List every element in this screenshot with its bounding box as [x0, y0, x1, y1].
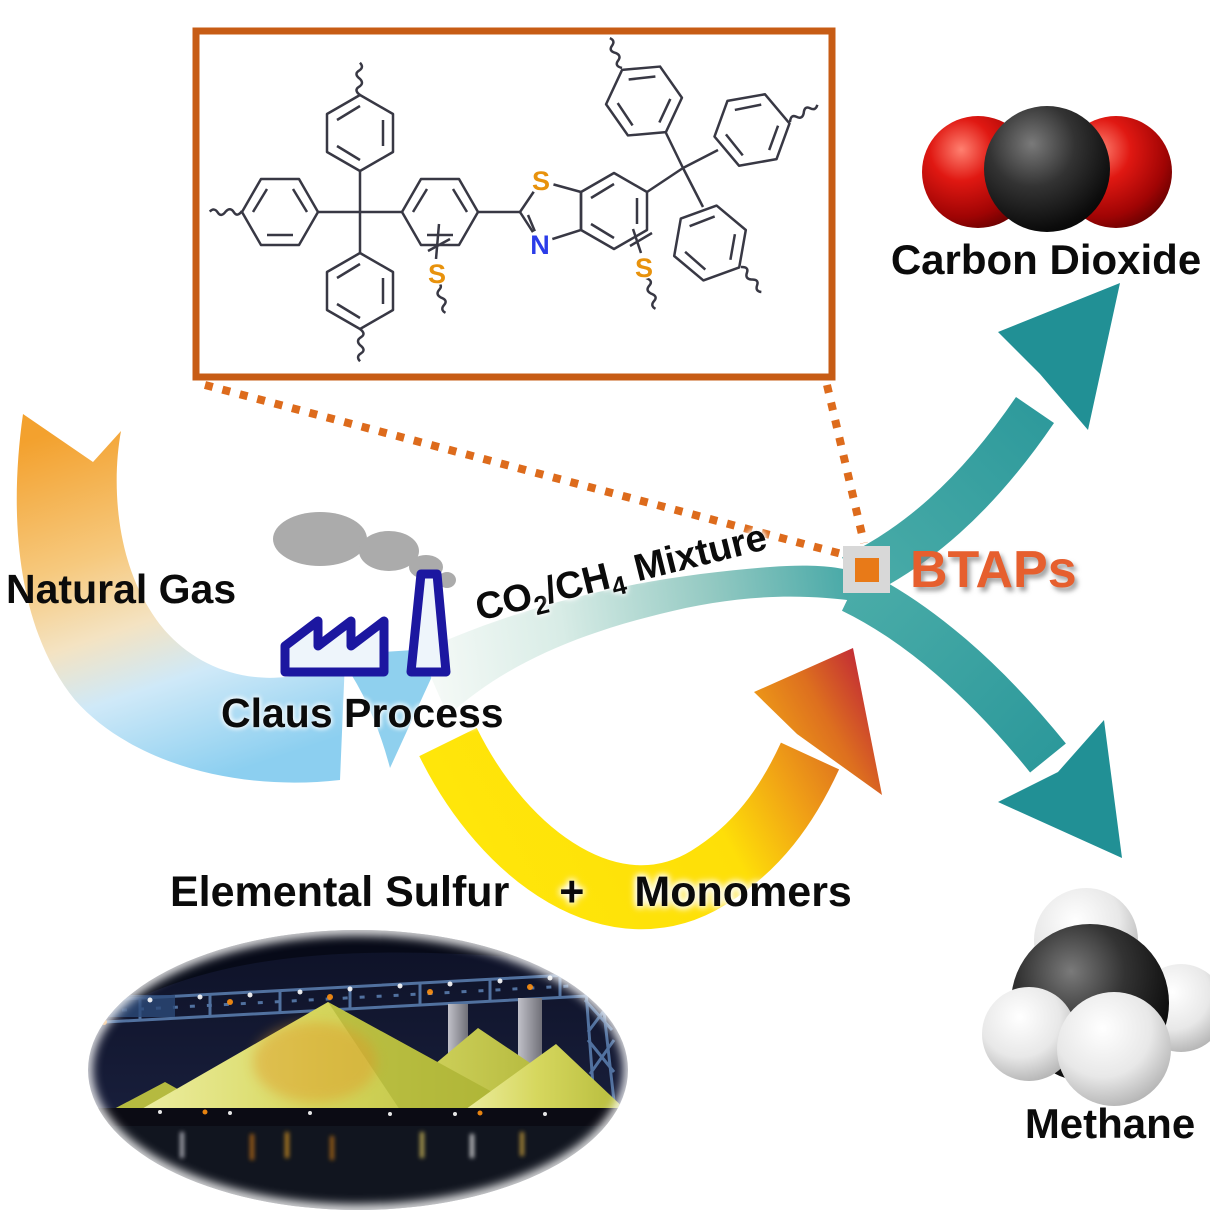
- elemental-sulfur-label: Elemental Sulfur: [170, 868, 510, 916]
- sulfur-monomer-arrow: [419, 648, 882, 930]
- mixture-band: [420, 565, 862, 716]
- natural-gas-arrow: [16, 414, 445, 783]
- feedstock-label: Elemental Sulfur + Monomers: [170, 868, 852, 917]
- sulfur-stockpile-photo: [80, 923, 636, 1210]
- natural-gas-label: Natural Gas: [6, 566, 237, 612]
- monomers-label: Monomers: [634, 868, 852, 916]
- thiazole-sulfur-label: S: [532, 166, 550, 196]
- thiazole-nitrogen-label: N: [530, 230, 550, 260]
- methane-label: Methane: [1024, 1100, 1196, 1147]
- methane-molecule: [982, 888, 1210, 1106]
- callout-dotted-lines: [203, 381, 868, 561]
- claus-process-label: Claus Process: [221, 690, 504, 736]
- co2-molecule: [922, 106, 1172, 232]
- benzo-sulfur-label: S: [635, 253, 653, 283]
- phenylene-sulfur-label: S: [428, 259, 446, 289]
- factory-icon: [280, 569, 451, 677]
- btaps-node-marker: [843, 546, 890, 593]
- carbon-dioxide-label: Carbon Dioxide: [890, 236, 1202, 283]
- plus-sign: +: [559, 868, 585, 916]
- polymer-structure-box: S N S S: [192, 27, 836, 381]
- btaps-label: BTAPs: [910, 541, 1077, 599]
